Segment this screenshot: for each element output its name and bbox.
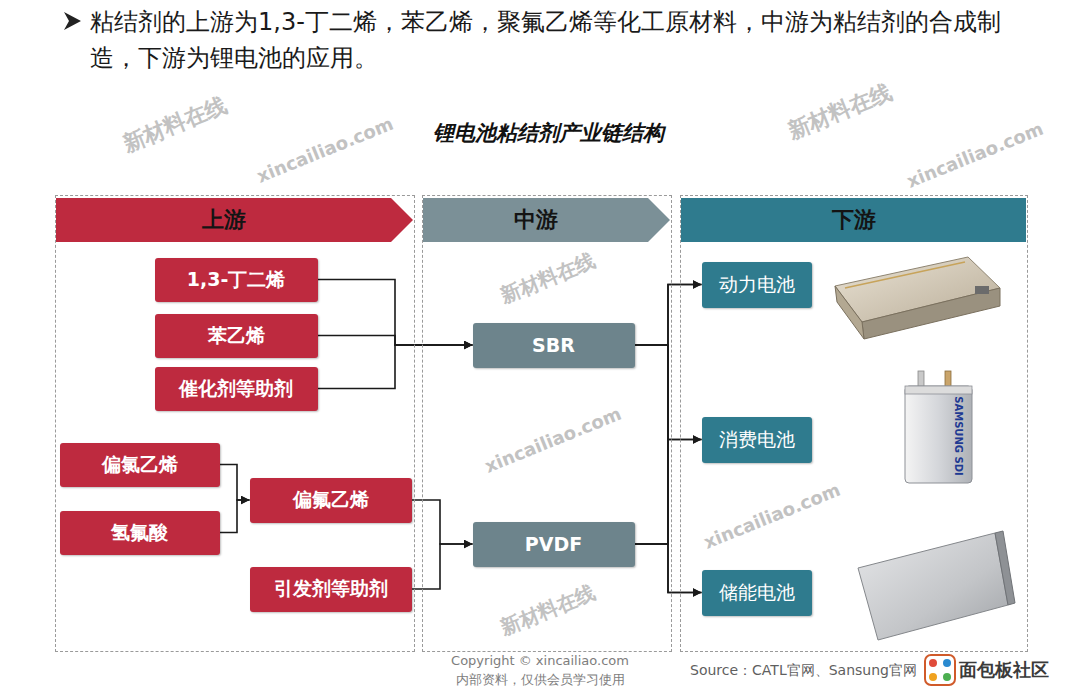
watermark-holder: xincailiao.com	[701, 479, 844, 553]
binder-box: PVDF	[473, 522, 635, 567]
stage-heading: 上游	[202, 205, 246, 235]
material-box: 催化剂等助剂	[155, 367, 318, 411]
watermark-holder: 新材料在线	[784, 79, 896, 145]
logo-dot	[943, 673, 951, 681]
logo-dot	[943, 659, 951, 667]
flow-connector	[412, 544, 473, 589]
stage-heading: 中游	[514, 205, 558, 235]
flow-connector	[318, 336, 473, 346]
battery-terminal	[975, 286, 989, 294]
battery-edge	[845, 262, 965, 288]
material-box: 1,3-丁二烯	[155, 258, 318, 302]
intro-text-holder: 粘结剂的上游为1,3-丁二烯，苯乙烯，聚氟乙烯等化工原材料，中游为粘结剂的合成制…	[90, 4, 1015, 76]
box-label: 消费电池	[719, 427, 795, 453]
material-box: 偏氟乙烯	[250, 478, 412, 523]
watermark-holder: 新材料在线	[497, 580, 599, 640]
application-box: 消费电池	[702, 417, 812, 463]
box-label: PVDF	[525, 533, 582, 555]
box-label: 催化剂等助剂	[179, 376, 293, 402]
logo-icon	[925, 655, 955, 685]
usage-note: 内部资料，仅供会员学习使用	[456, 672, 625, 687]
watermark-holder: xincailiao.com	[482, 403, 625, 477]
box-label: SBR	[532, 334, 575, 356]
stage-panel: 中游 SBR PVDF	[422, 195, 672, 652]
watermark: xincailiao.com	[701, 479, 843, 553]
source-note-holder: Source：CATL官网、Sansung官网	[690, 661, 922, 679]
band-shape	[681, 198, 1026, 242]
logo-dot	[929, 673, 937, 681]
battery-side	[835, 286, 864, 339]
material-box: 引发剂等助剂	[250, 567, 412, 612]
box-label: 动力电池	[719, 272, 795, 298]
battery-front	[862, 288, 1000, 339]
material-box: 偏氯乙烯	[60, 443, 220, 487]
watermark-holder: 新材料在线	[119, 92, 231, 158]
logo-frame	[925, 655, 955, 685]
flow-connector	[220, 465, 250, 501]
copyright-note: Copyright © xincailiao.com	[451, 653, 629, 668]
consumer-battery-picture	[905, 371, 972, 483]
intro-text: 粘结剂的上游为1,3-丁二烯，苯乙烯，聚氟乙烯等化工原材料，中游为粘结剂的合成制…	[90, 8, 1001, 72]
box-label: 苯乙烯	[208, 323, 265, 349]
application-box: 储能电池	[702, 570, 812, 616]
band-label-holder: 中游	[423, 198, 648, 242]
box-label: 1,3-丁二烯	[187, 267, 286, 293]
flow-connector	[635, 440, 702, 545]
usage-note-holder: 内部资料，仅供会员学习使用	[456, 672, 625, 688]
flow-connector	[412, 500, 473, 544]
storage-battery-picture	[858, 531, 1015, 640]
band-shape	[423, 198, 670, 242]
band-label-holder: 上游	[56, 198, 391, 242]
cell-face	[858, 533, 1008, 640]
power-battery-picture	[835, 257, 1000, 339]
watermark: 新材料在线	[784, 79, 895, 143]
copyright-note-holder: Copyright © xincailiao.com	[451, 653, 629, 669]
watermark: xincailiao.com	[254, 113, 396, 187]
brand-text-holder: SAMSUNG SDI	[952, 396, 964, 476]
material-box: 氢氟酸	[60, 511, 220, 555]
flow-connector	[318, 345, 473, 389]
title-holder: 锂电池粘结剂产业链结构	[433, 119, 664, 147]
stage-panel: 上游 1,3-丁二烯苯乙烯催化剂等助剂偏氯乙烯氢氟酸 偏氟乙烯引发剂等助剂	[55, 195, 415, 652]
logo-text-holder: 面包板社区	[959, 659, 1071, 681]
application-box: 动力电池	[702, 262, 812, 308]
flow-connector	[318, 280, 473, 346]
box-label: 偏氯乙烯	[102, 452, 178, 478]
brand-text: SAMSUNG SDI	[953, 396, 964, 476]
watermark-holder: 新材料在线	[497, 248, 599, 308]
watermark: 新材料在线	[119, 92, 230, 156]
bullet-marker	[64, 12, 81, 30]
logo-dot	[929, 659, 937, 667]
stage-heading: 下游	[832, 205, 876, 235]
diagram-title: 锂电池粘结剂产业链结构	[433, 121, 664, 145]
material-box: 苯乙烯	[155, 314, 318, 358]
flow-connector	[220, 500, 250, 533]
band-label-holder: 下游	[681, 198, 1026, 242]
source-note: Source：CATL官网、Sansung官网	[690, 662, 917, 678]
box-label: 氢氟酸	[111, 520, 168, 546]
watermark: 新材料在线	[497, 580, 599, 640]
watermark: 新材料在线	[497, 248, 599, 308]
watermark-holder: xincailiao.com	[904, 118, 1047, 192]
box-label: 偏氟乙烯	[293, 487, 369, 513]
band-shape	[56, 198, 413, 242]
cell-side	[995, 531, 1015, 605]
logo-text: 面包板社区	[959, 659, 1049, 680]
flow-connector	[635, 285, 702, 545]
stage-panel: 下游动力电池消费电池储能电池	[680, 195, 1028, 652]
flow-connector	[635, 544, 702, 593]
box-label: 引发剂等助剂	[274, 576, 388, 602]
pouch-seal	[905, 386, 972, 394]
binder-box: SBR	[473, 323, 635, 368]
box-label: 储能电池	[719, 580, 795, 606]
watermark-holder: xincailiao.com	[254, 113, 397, 187]
pouch-body	[905, 386, 972, 483]
watermark: xincailiao.com	[904, 118, 1046, 192]
watermark: xincailiao.com	[482, 403, 624, 477]
